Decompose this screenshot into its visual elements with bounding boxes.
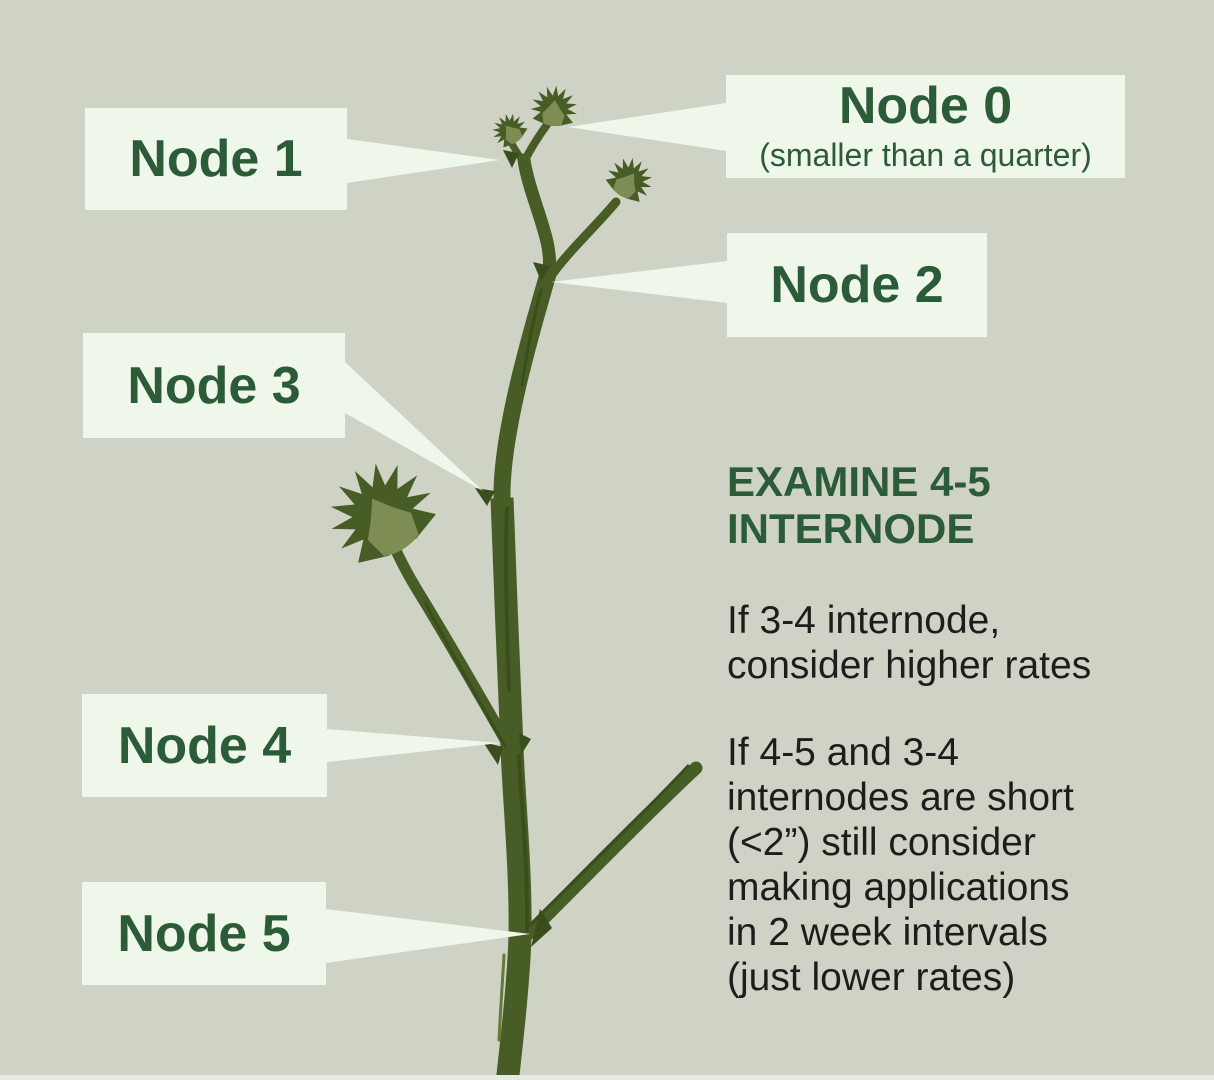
callout-node-1: Node 1 [85,108,347,210]
main-stem-upper [517,153,556,281]
node0-bud-stalk [520,118,553,166]
callout-node-4: Node 4 [82,694,327,797]
node-4-pointer [327,729,500,762]
stem-ridge [528,764,690,927]
callout-node-0: Node 0 (smaller than a quarter) [726,75,1125,178]
callout-node-3: Node 3 [83,333,345,438]
node-3-label: Node 3 [127,356,301,415]
node-1-pointer [347,139,500,183]
node-0-pointer [568,103,726,151]
alfalfa-plant [310,83,703,1080]
node-3-pointer [345,362,483,491]
callout-pointers [326,103,727,963]
node4-nub-right [519,733,531,755]
node-1-label: Node 1 [129,130,303,188]
node1-nub [503,150,519,168]
node3-nub [475,488,495,506]
node0-flower-bud [529,83,580,129]
callout-node-2: Node 2 [727,233,987,337]
info-paragraph-1: If 3-4 internode, consider higher rates [727,599,1092,687]
node-0-label: Node 0 [838,76,1013,135]
main-stem-middle [493,265,557,507]
node2-bud-stalk [546,197,621,281]
node-2-label: Node 2 [770,256,944,314]
footer-strip [0,1075,1214,1080]
node4-nub-left [483,742,503,765]
stem-ridge [520,288,543,387]
stem-ridge [517,754,530,932]
stem-highlight [497,953,506,1042]
callout-node-5: Node 5 [82,882,326,985]
info-heading: EXAMINE 4-5 INTERNODE [727,458,991,552]
info-panel: EXAMINE 4-5 INTERNODE If 3-4 internode, … [727,458,1197,1042]
info-paragraph-2: If 4-5 and 3-4 internodes are short (<2”… [727,731,1074,999]
node2-flower-bud [600,148,662,209]
node5-nub [531,909,552,947]
node2-nub [533,262,550,281]
node-2-pointer [551,261,727,303]
stem-ridge [424,602,507,748]
node-5-label: Node 5 [117,904,291,963]
node5-branch [515,761,703,947]
node-4-label: Node 4 [117,716,292,775]
node-0-sublabel: (smaller than a quarter) [759,136,1092,173]
node1-flower-bud [485,106,532,153]
stem-ridge [504,506,511,692]
node-5-pointer [326,909,530,963]
node4-flower-bud [310,443,449,577]
